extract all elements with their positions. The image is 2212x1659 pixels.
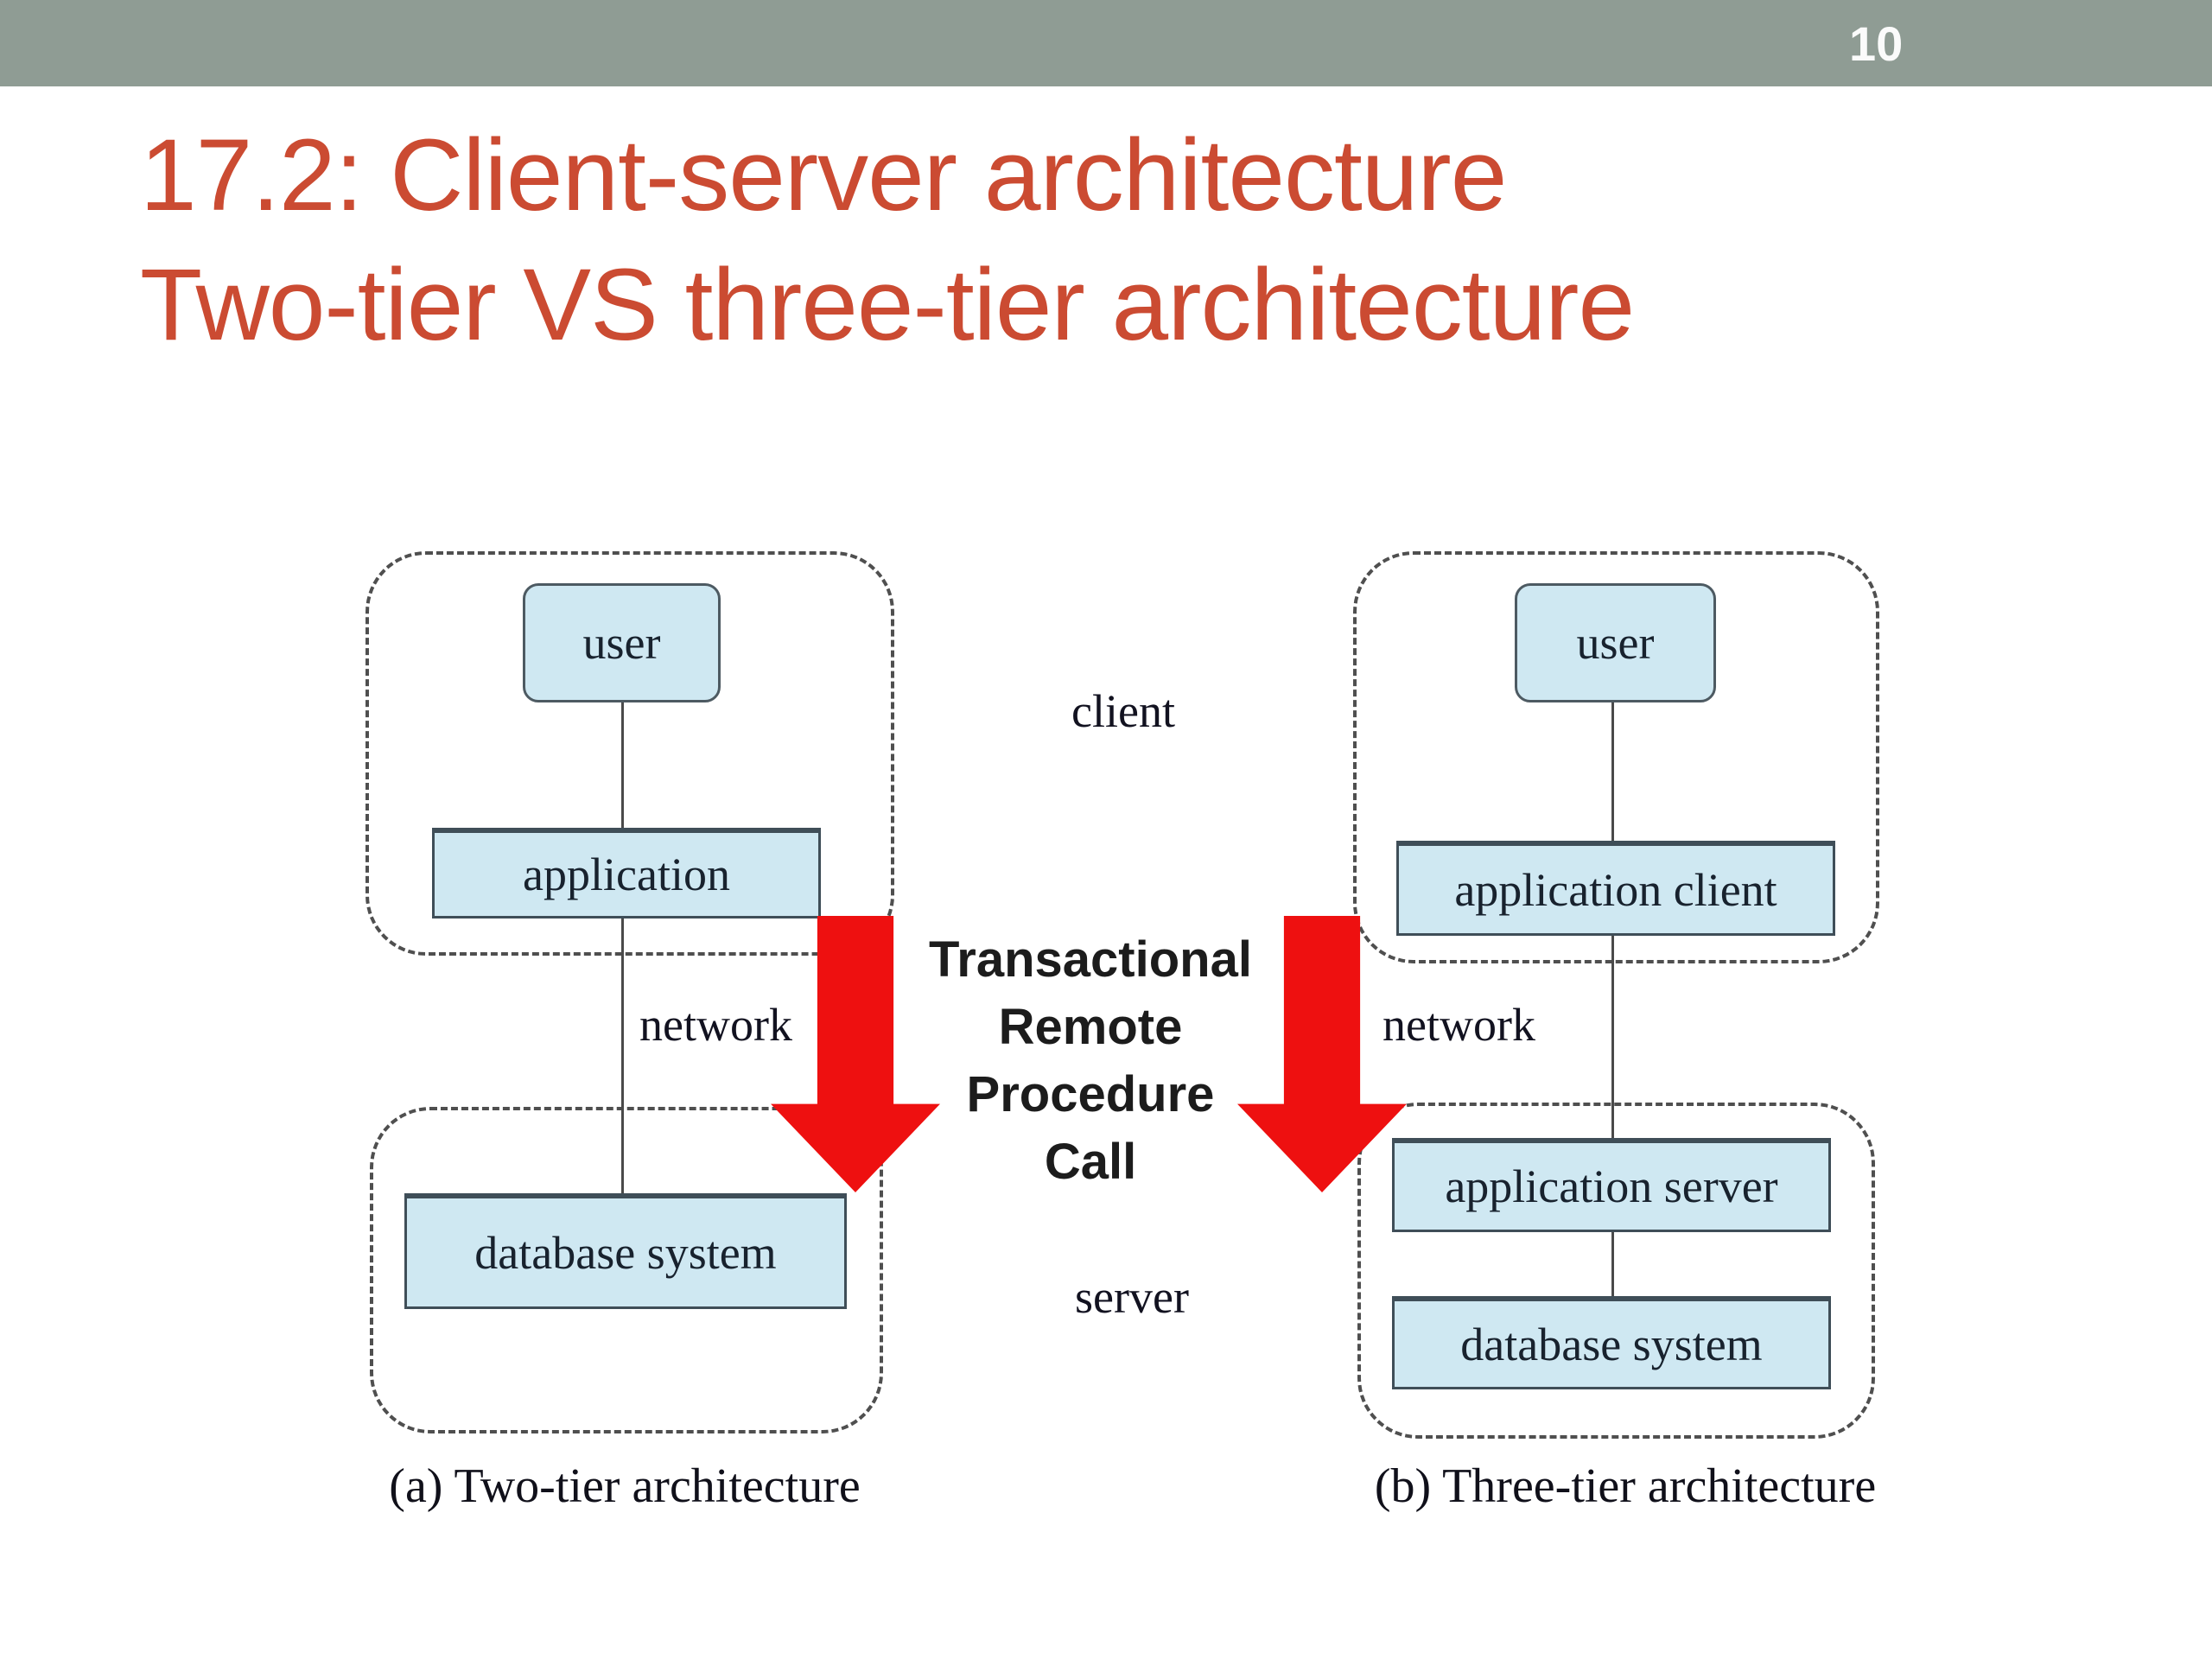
three-tier-client-group-box (1353, 551, 1879, 963)
trpc-line-1: Transactional (929, 931, 1252, 988)
client-tier-label: client (1071, 685, 1175, 737)
two-tier-server-group-box (370, 1107, 883, 1433)
two-tier-user-node: user (523, 583, 721, 702)
slide-title-line2: Two-tier VS three-tier architecture (140, 248, 1635, 362)
trpc-line-3: Procedure (966, 1066, 1215, 1122)
trpc-line-2: Remote (998, 999, 1183, 1055)
two-tier-database-node: database system (404, 1193, 847, 1309)
three-tier-application-server-node: application server (1392, 1138, 1831, 1232)
three-tier-connector-appserver-database (1611, 1224, 1614, 1296)
three-tier-caption: (b) Three-tier architecture (1374, 1459, 1877, 1513)
two-tier-connector-application-database (621, 911, 624, 1196)
two-tier-database-label: database system (474, 1226, 777, 1279)
two-tier-caption: (a) Two-tier architecture (389, 1459, 861, 1513)
transactional-rpc-annotation: Transactional Remote Procedure Call (892, 926, 1289, 1196)
three-tier-database-label: database system (1460, 1318, 1763, 1370)
slide-title-line1: 17.2: Client-server architecture (140, 118, 1507, 232)
three-tier-application-server-label: application server (1445, 1160, 1778, 1212)
server-tier-label: server (1075, 1271, 1189, 1323)
three-tier-connector-user-appclient (1611, 697, 1614, 841)
two-tier-network-label: network (639, 999, 792, 1051)
page-number: 10 (1849, 16, 1904, 71)
three-tier-database-node: database system (1392, 1296, 1831, 1389)
three-tier-server-group-box (1357, 1103, 1875, 1439)
three-tier-application-client-label: application client (1454, 863, 1777, 916)
two-tier-client-group-box (365, 551, 894, 956)
header-bar: 10 (0, 0, 2212, 86)
three-tier-application-client-node: application client (1396, 841, 1835, 936)
two-tier-connector-user-application (621, 697, 624, 831)
three-tier-user-label: user (1576, 617, 1655, 669)
two-tier-user-label: user (582, 617, 661, 669)
three-tier-connector-appclient-appserver (1611, 928, 1614, 1138)
three-tier-user-node: user (1515, 583, 1716, 702)
three-tier-network-label: network (1382, 999, 1535, 1051)
slide-title: 17.2: Client-server architecture Two-tie… (140, 111, 1635, 370)
two-tier-application-node: application (432, 828, 821, 918)
two-tier-application-label: application (523, 849, 730, 900)
trpc-line-4: Call (1044, 1134, 1137, 1190)
